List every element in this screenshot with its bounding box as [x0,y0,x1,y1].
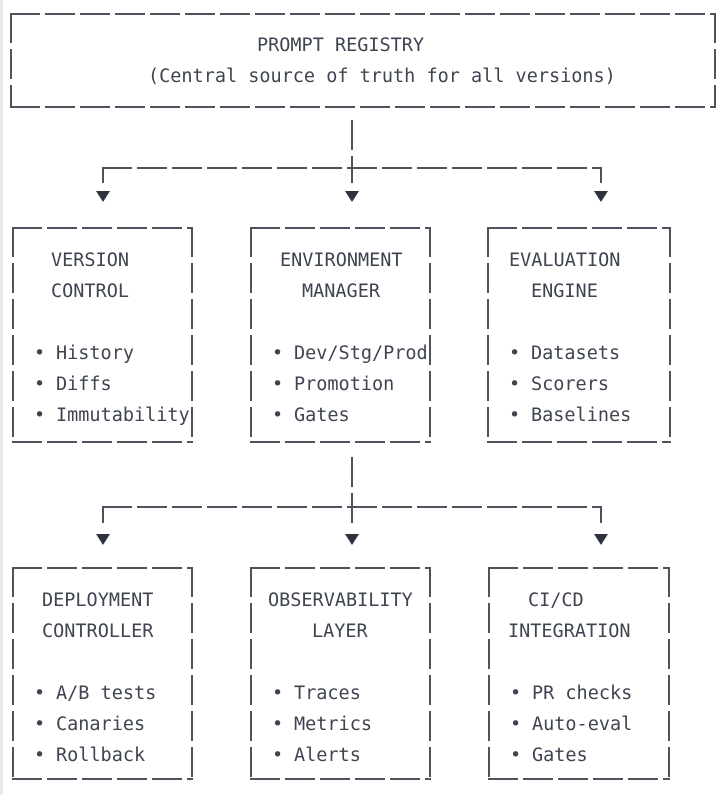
node-title: PROMPT REGISTRY [257,35,425,56]
bullet-list: • Dev/Stg/Prod • Promotion • Gates [250,338,431,431]
connector-stub [600,508,602,523]
arrow-down-icon [96,534,110,545]
bullet-icon: • [510,683,522,704]
bullet-list: • PR checks • Auto-eval • Gates [488,678,670,771]
list-item-label: Canaries [56,714,146,735]
node-cicd-integration: CI/CD INTEGRATION • PR checks • Auto-eval … [488,567,670,780]
bullet-icon: • [272,714,284,735]
connector-branch-top [102,167,602,169]
node-title: ENVIRONMENT [280,250,403,271]
bullet-icon: • [272,405,284,426]
bullet-icon: • [509,405,521,426]
bullet-icon: • [510,745,522,766]
list-item: • Traces [250,678,431,709]
list-item: • PR checks [488,678,670,709]
list-item: • Scorers [487,369,671,400]
connector-stem-bottom [351,457,353,523]
list-item: • Datasets [487,338,671,369]
list-item: • Canaries [12,709,193,740]
node-prompt-registry: PROMPT REGISTRY (Central source of truth… [10,13,716,108]
list-item: • A/B tests [12,678,193,709]
list-item-label: Immutability [56,405,190,426]
node-title: VERSION [51,250,129,271]
node-title: EVALUATION [509,250,621,271]
connector-stub [102,169,104,183]
bullet-icon: • [272,683,284,704]
bullet-icon: • [34,683,46,704]
list-item: • Promotion [250,369,431,400]
bullet-icon: • [34,714,46,735]
list-item: • Metrics [250,709,431,740]
arrow-down-icon [345,191,359,202]
bullet-icon: • [510,714,522,735]
list-item: • History [12,338,193,369]
arrow-down-icon [96,191,110,202]
list-item-label: Diffs [56,374,112,395]
bullet-icon: • [272,745,284,766]
arrow-down-icon [594,534,608,545]
node-title: CONTROLLER [42,621,154,642]
bullet-icon: • [509,343,521,364]
node-title: OBSERVABILITY [268,590,413,611]
bullet-list: • Traces • Metrics • Alerts [250,678,431,771]
list-item-label: Rollback [56,745,146,766]
node-title: CONTROL [51,281,129,302]
connector-stub [102,508,104,523]
bullet-icon: • [34,745,46,766]
bullet-icon: • [272,343,284,364]
bullet-icon: • [272,374,284,395]
connector-stub [600,169,602,183]
list-item-label: Gates [294,405,350,426]
node-title: LAYER [312,621,368,642]
node-environment-manager: ENVIRONMENT MANAGER • Dev/Stg/Prod • Promo… [250,227,431,443]
list-item-label: Datasets [531,343,621,364]
node-title: CI/CD [528,590,584,611]
list-item-label: Traces [294,683,361,704]
bullet-icon: • [34,343,46,364]
list-item: • Rollback [12,740,193,771]
node-observability-layer: OBSERVABILITY LAYER • Traces • Metrics • Al… [250,567,431,780]
list-item: • Gates [250,400,431,431]
connector-stem-top [351,120,353,183]
connector-branch-bottom [102,506,602,508]
list-item: • Immutability [12,400,193,431]
list-item-label: Scorers [531,374,609,395]
list-item-label: Auto-eval [532,714,633,735]
bullet-icon: • [34,405,46,426]
list-item-label: Promotion [294,374,395,395]
bullet-list: • Datasets • Scorers • Baselines [487,338,671,431]
list-item: • Baselines [487,400,671,431]
list-item-label: PR checks [532,683,633,704]
node-title: DEPLOYMENT [42,590,154,611]
page-edge-strip [0,0,3,795]
node-version-control: VERSION CONTROL • History • Diffs • Immutab… [12,227,193,443]
list-item: • Diffs [12,369,193,400]
list-item-label: Baselines [531,405,632,426]
list-item-label: History [56,343,134,364]
node-title: MANAGER [302,281,380,302]
list-item-label: Dev/Stg/Prod [294,343,428,364]
list-item-label: Alerts [294,745,361,766]
node-subtitle: (Central source of truth for all version… [148,66,616,87]
arrow-down-icon [594,191,608,202]
list-item-label: Gates [532,745,588,766]
node-evaluation-engine: EVALUATION ENGINE • Datasets • Scorers • Ba… [487,227,671,443]
list-item: • Auto-eval [488,709,670,740]
arrow-down-icon [345,534,359,545]
list-item-label: A/B tests [56,683,157,704]
bullet-list: • A/B tests • Canaries • Rollback [12,678,193,771]
list-item: • Alerts [250,740,431,771]
node-deployment-controller: DEPLOYMENT CONTROLLER • A/B tests • Canari… [12,567,193,780]
node-title: ENGINE [531,281,598,302]
node-title: INTEGRATION [508,621,631,642]
bullet-icon: • [34,374,46,395]
bullet-icon: • [509,374,521,395]
list-item-label: Metrics [294,714,372,735]
bullet-list: • History • Diffs • Immutability [12,338,193,431]
list-item: • Gates [488,740,670,771]
list-item: • Dev/Stg/Prod [250,338,431,369]
